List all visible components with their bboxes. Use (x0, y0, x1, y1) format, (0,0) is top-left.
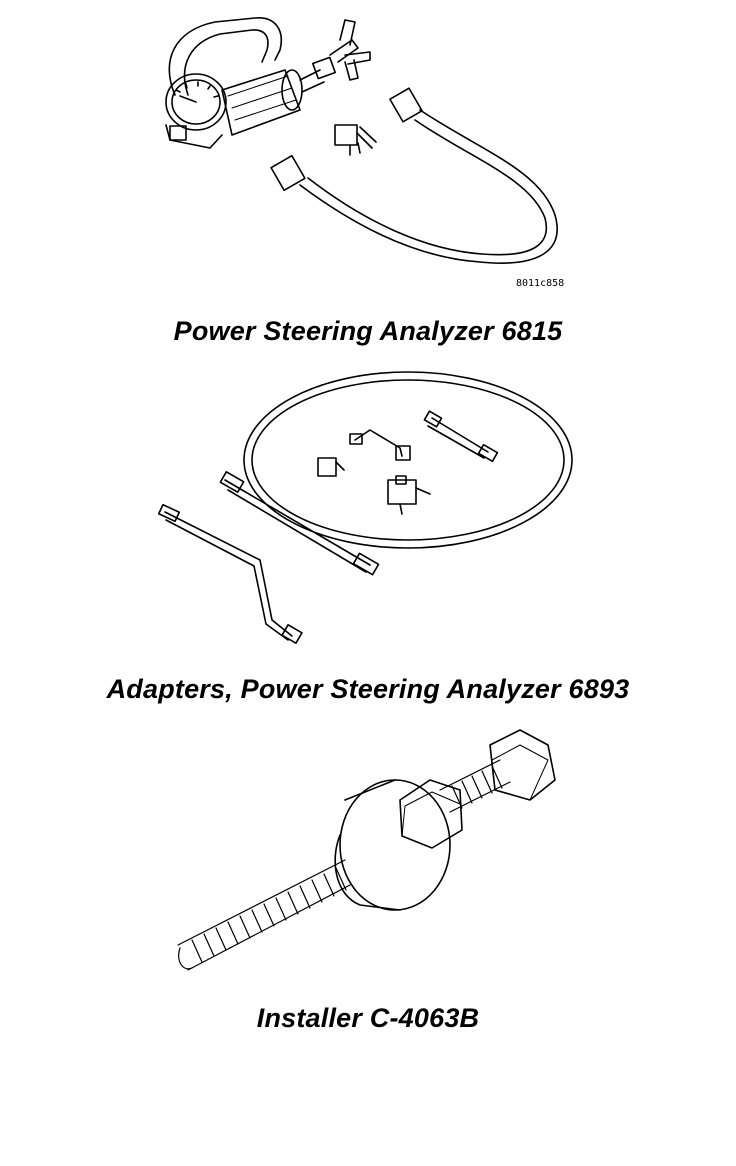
caption-analyzer: Power Steering Analyzer 6815 (173, 316, 563, 346)
figure-installer (0, 720, 736, 1000)
analyzer-illustration (0, 0, 736, 300)
caption-adapters: Adapters, Power Steering Analyzer 6893 (106, 674, 630, 704)
figure-power-steering-analyzer: 8011c858 (0, 0, 736, 300)
figure-code: 8011c858 (516, 278, 565, 289)
figure-adapters (0, 360, 736, 670)
caption-installer: Installer C-4063B (256, 1003, 480, 1033)
adapters-illustration (0, 360, 736, 670)
installer-illustration (0, 720, 736, 1000)
